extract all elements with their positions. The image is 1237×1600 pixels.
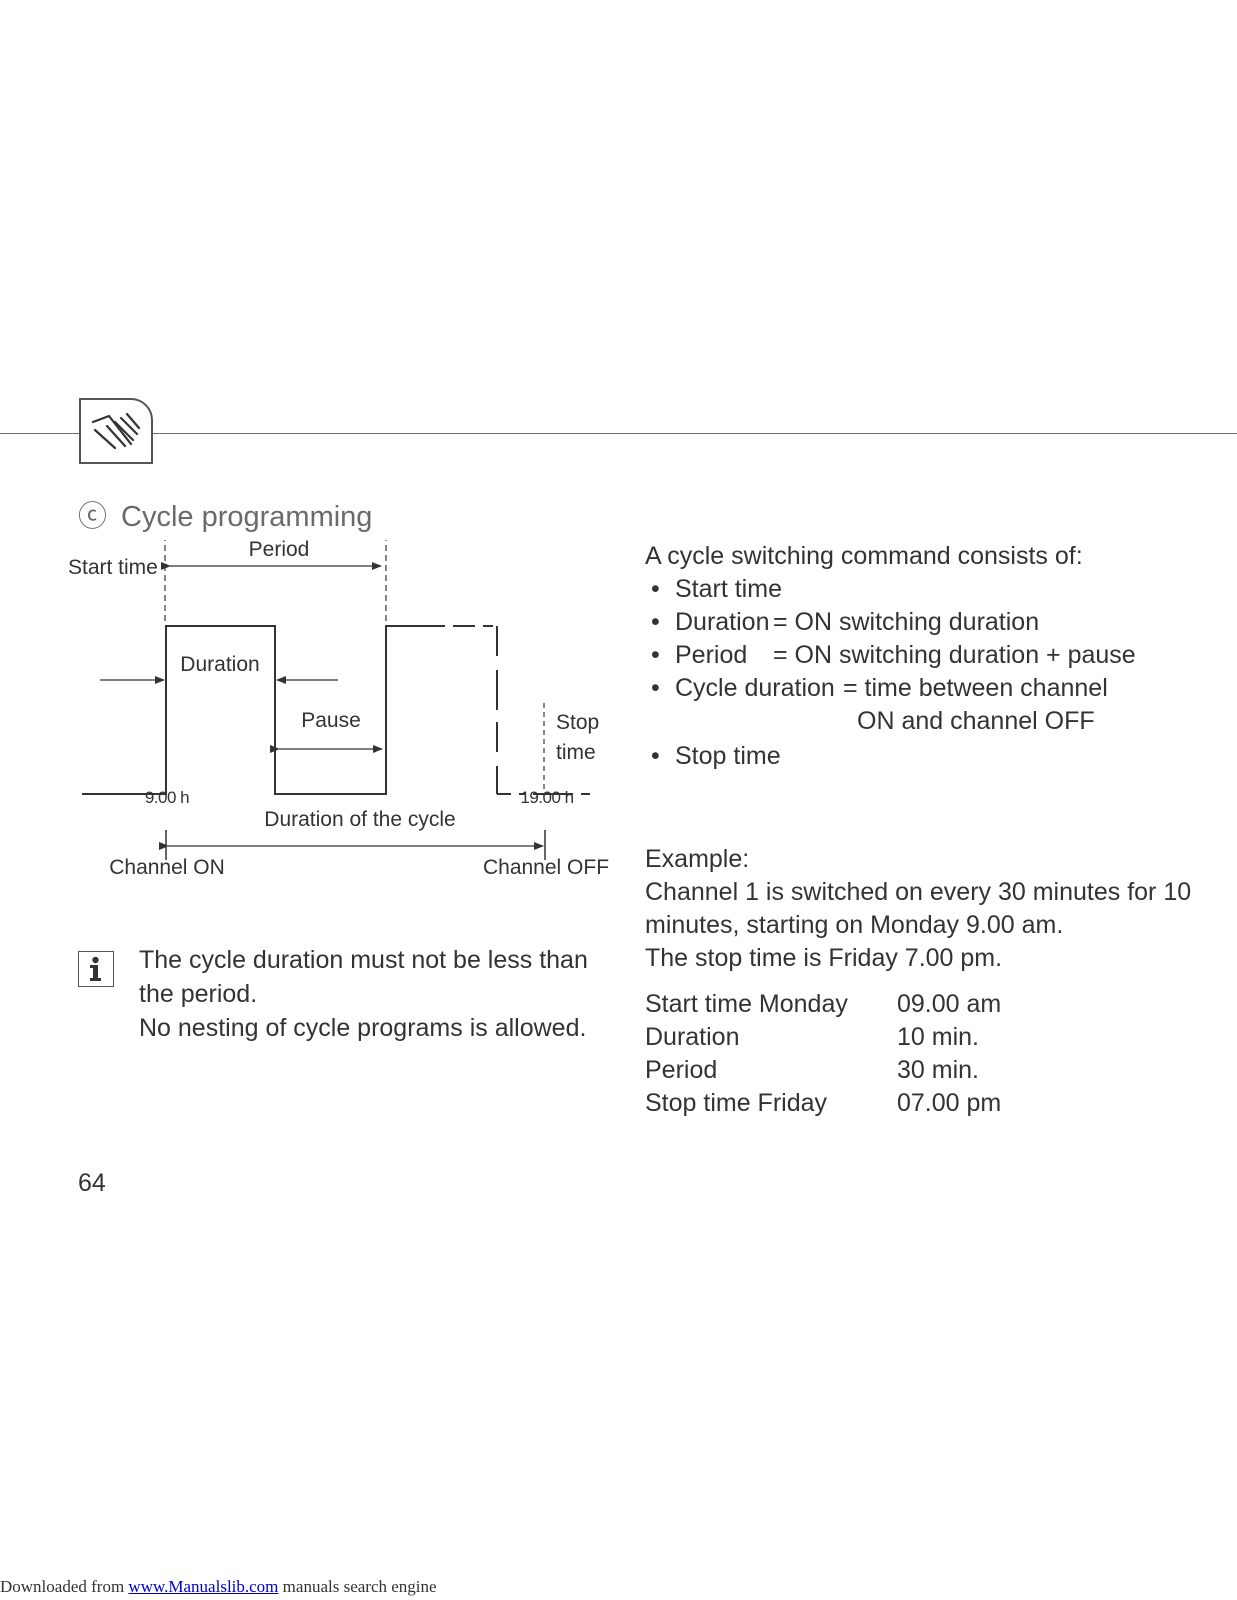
bullet-icon: • bbox=[651, 742, 660, 770]
list-item-continuation: ON and channel OFF bbox=[645, 705, 1136, 738]
footer: Downloaded from www.Manualslib.com manua… bbox=[0, 1577, 437, 1597]
table-row: Stop time Friday 07.00 pm bbox=[645, 1087, 1001, 1120]
channel-on-label: Channel ON bbox=[109, 856, 225, 879]
bullet-icon: • bbox=[651, 608, 660, 636]
row-key: Start time Monday bbox=[645, 990, 848, 1018]
pause-label: Pause bbox=[301, 709, 361, 732]
item-def: = time between channel bbox=[843, 674, 1108, 702]
stop-hour-label: 19.00 h bbox=[520, 788, 573, 807]
item-term: Duration bbox=[675, 608, 770, 636]
signal-waveform bbox=[82, 625, 435, 795]
description-intro: A cycle switching command consists of: bbox=[645, 542, 1083, 570]
example-heading: Example: bbox=[645, 845, 750, 873]
footer-suffix: manuals search engine bbox=[278, 1577, 437, 1596]
row-key: Stop time Friday bbox=[645, 1089, 828, 1117]
bullet-icon: • bbox=[651, 674, 660, 702]
stop-label-line1: Stop bbox=[556, 711, 599, 734]
item-term: Period bbox=[675, 641, 748, 669]
note-line: The cycle duration must not be less than bbox=[139, 946, 588, 974]
list-item: • Stop time bbox=[645, 740, 1136, 773]
info-icon bbox=[78, 951, 114, 987]
section-title-text: Cycle programming bbox=[121, 501, 373, 533]
list-item: • Cycle duration = time between channel bbox=[645, 672, 1136, 705]
bullet-icon: • bbox=[651, 575, 660, 603]
item-term: Stop time bbox=[675, 742, 781, 770]
section-title: ⓒ Cycle programming bbox=[78, 493, 372, 535]
row-key: Period bbox=[645, 1056, 718, 1084]
start-hour-label: 9.00 h bbox=[145, 788, 189, 807]
channel-off-label: Channel OFF bbox=[483, 856, 609, 879]
item-def: = ON switching duration bbox=[773, 608, 1040, 636]
row-value: 30 min. bbox=[897, 1056, 979, 1084]
description: A cycle switching command consists of: •… bbox=[645, 540, 1136, 773]
example-line: minutes, starting on Monday 9.00 am. bbox=[645, 911, 1064, 939]
cycle-label: Duration of the cycle bbox=[264, 808, 455, 831]
cycle-diagram: Period Start time Duration Pause Stop ti… bbox=[68, 540, 609, 879]
note-line: No nesting of cycle programs is allowed. bbox=[139, 1014, 587, 1042]
list-item: • Start time bbox=[645, 573, 1136, 606]
row-value: 09.00 am bbox=[897, 990, 1002, 1018]
note-line: the period. bbox=[139, 980, 258, 1008]
list-item: • Duration= ON switching duration bbox=[645, 606, 1136, 639]
item-def: = ON switching duration + pause bbox=[773, 641, 1136, 669]
note-text: The cycle duration must not be less than… bbox=[139, 943, 589, 1045]
table-row: Start time Monday 09.00 am bbox=[645, 988, 1001, 1021]
example-text: Example: Channel 1 is switched on every … bbox=[645, 843, 1191, 975]
row-key: Duration bbox=[645, 1023, 740, 1051]
list-item: • Period = ON switching duration + pause bbox=[645, 639, 1136, 672]
table-row: Period 30 min. bbox=[645, 1054, 1001, 1087]
start-time-label: Start time bbox=[68, 556, 158, 579]
example-line: Channel 1 is switched on every 30 minute… bbox=[645, 878, 1192, 906]
table-row: Duration 10 min. bbox=[645, 1021, 1001, 1054]
example-table: Start time Monday 09.00 am Duration 10 min… bbox=[645, 988, 1001, 1120]
page-number: 64 bbox=[78, 1169, 106, 1197]
row-value: 10 min. bbox=[897, 1023, 979, 1051]
period-label: Period bbox=[249, 540, 310, 561]
item-def: ON and channel OFF bbox=[857, 707, 1095, 735]
hand-icon bbox=[79, 398, 153, 464]
item-term: Start time bbox=[675, 575, 782, 603]
example-line: The stop time is Friday 7.00 pm. bbox=[645, 944, 1003, 972]
footer-link[interactable]: www.Manualslib.com bbox=[128, 1577, 279, 1596]
bullet-icon: • bbox=[651, 641, 660, 669]
row-value: 07.00 pm bbox=[897, 1089, 1002, 1117]
stop-label-line2: time bbox=[556, 741, 596, 764]
footer-prefix: Downloaded from bbox=[0, 1577, 129, 1596]
description-list: • Start time • Duration= ON switching dura… bbox=[645, 573, 1136, 773]
item-term: Cycle duration bbox=[675, 674, 835, 702]
header-rule bbox=[0, 433, 1237, 434]
duration-label: Duration bbox=[180, 653, 259, 676]
section-marker: ⓒ bbox=[78, 501, 108, 533]
